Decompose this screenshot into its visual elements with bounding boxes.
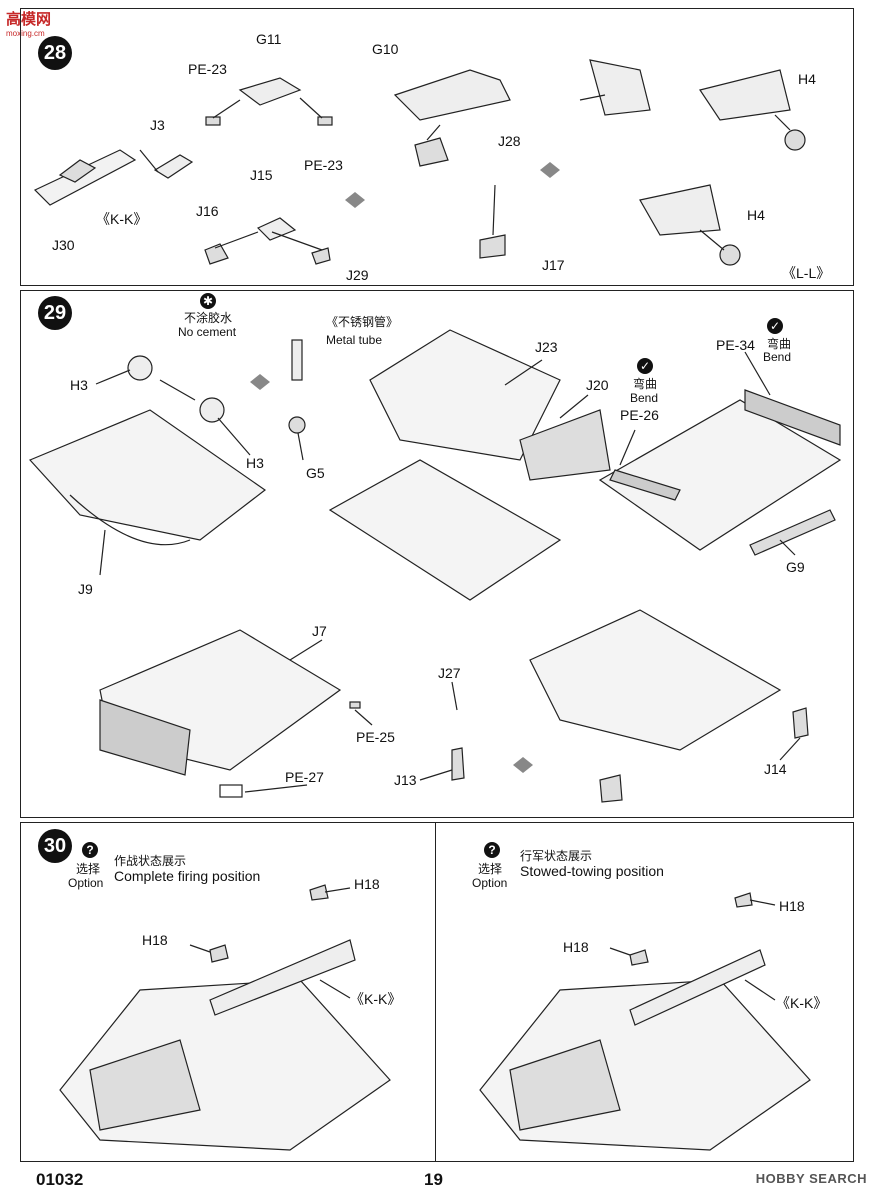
label-h3-a: H3 [70,377,88,393]
metal-tube-en: Metal tube [326,333,383,347]
option-right-en: Option [472,876,508,890]
label-j15: J15 [250,167,273,183]
bend-b-en: Bend [763,350,792,364]
label-j23: J23 [535,339,558,355]
label-h18-left-a: H18 [142,932,168,948]
label-pe34: PE-34 [716,337,755,353]
step-29-badge: 29 [38,296,72,330]
label-h4-a: H4 [798,71,816,87]
stowed-title-cn: 行军状态展示 [520,849,593,863]
label-j16: J16 [196,203,219,219]
label-h3-b: H3 [246,455,264,471]
label-j14: J14 [764,761,787,777]
step-28-panel [20,8,854,286]
bend-icon-a: ✓ [637,358,653,374]
label-j20: J20 [586,377,609,393]
label-h18-left-b: H18 [354,876,380,892]
step-29-panel [20,290,854,818]
no-cement-icon: ✱ [200,293,216,309]
label-j17: J17 [542,257,565,273]
product-code: 01032 [36,1170,84,1189]
step-30-badge: 30 [38,829,72,863]
label-h4-b: H4 [747,207,765,223]
watermark-url: moxing.cm [6,29,45,38]
page-number: 19 [424,1170,443,1189]
no-cement-en: No cement [178,325,237,339]
source-watermark: HOBBY SEARCH [755,1171,867,1186]
metal-tube-cn: 《不锈钢管》 [326,315,399,329]
watermark-logo: 高模网 moxing.cm [6,8,51,38]
bend-b-cn: 弯曲 [767,337,792,351]
bend-a-cn: 弯曲 [633,377,658,391]
label-pe25: PE-25 [356,729,395,745]
option-right-cn: 选择 [478,862,503,876]
step-30-right-panel [435,822,854,1162]
label-h18-right-b: H18 [779,898,805,914]
label-j27: J27 [438,665,461,681]
label-pe23-b: PE-23 [304,157,343,173]
option-left-en: Option [68,876,104,890]
option-left-cn: 选择 [76,862,101,876]
watermark-title: 高模网 [6,11,52,28]
step-28-badge: 28 [38,36,72,70]
firing-title-en: Complete firing position [114,868,261,884]
label-pe23-a: PE-23 [188,61,227,77]
label-pe26: PE-26 [620,407,659,423]
label-kk-28: 《K-K》 [96,211,148,227]
firing-title-cn: 作战状态展示 [114,854,187,868]
stowed-title-en: Stowed-towing position [520,863,664,879]
no-cement-cn: 不涂胶水 [184,311,233,325]
bend-a-en: Bend [630,391,659,405]
label-g9: G9 [786,559,805,575]
option-icon-left: ? [82,842,98,858]
label-j29: J29 [346,267,369,283]
label-pe27: PE-27 [285,769,324,785]
label-ll: 《L-L》 [782,265,831,281]
label-g5: G5 [306,465,325,481]
label-kk-right: 《K-K》 [776,995,828,1011]
label-j30: J30 [52,237,75,253]
label-j28: J28 [498,133,521,149]
label-g10: G10 [372,41,399,57]
option-icon-right: ? [484,842,500,858]
label-j7: J7 [312,623,327,639]
label-g11: G11 [256,31,282,47]
label-j13: J13 [394,772,417,788]
label-j9: J9 [78,581,93,597]
label-kk-left: 《K-K》 [350,991,402,1007]
label-j3: J3 [150,117,165,133]
label-h18-right-a: H18 [563,939,589,955]
bend-icon-b: ✓ [767,318,783,334]
